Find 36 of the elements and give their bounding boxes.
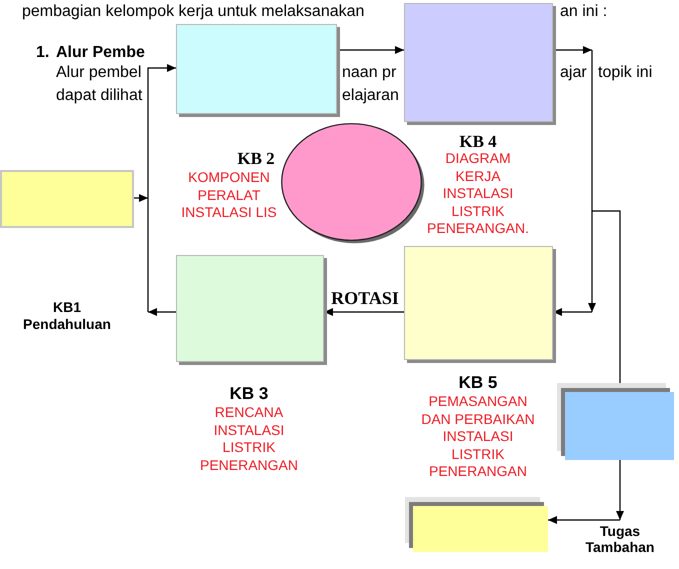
arrow: [588, 211, 596, 312]
arrow: [553, 46, 592, 54]
arrow: [553, 308, 592, 316]
rectangle-box: [0, 170, 134, 228]
module-title: KB 3: [230, 384, 268, 404]
rectangle-box: [176, 24, 337, 114]
description-text: KOMPONEN PERALAT INSTALASI LIS: [180, 169, 278, 222]
section-heading: Alur Pembe: [56, 44, 145, 62]
body-text: dapat dilihat: [56, 87, 142, 105]
rectangle-box: [565, 392, 674, 460]
arrow: [548, 516, 620, 524]
ellipse-shape: [281, 123, 425, 244]
body-text: naan pr: [342, 64, 396, 82]
body-text: topik ini: [598, 64, 652, 82]
body-text: pembagian kelompok kerja untuk melaksanakan: [22, 3, 364, 21]
module-title: KB 4: [459, 132, 497, 152]
list-number: 1.: [36, 44, 50, 62]
body-text: ajar: [560, 64, 587, 82]
arrow: [148, 308, 176, 316]
module-title: KB 2: [237, 149, 275, 169]
rectangle-box: [176, 255, 324, 362]
body-text: Alur pembel: [56, 64, 142, 82]
rectangle-box: [413, 506, 548, 552]
arrow: [616, 460, 624, 520]
module-title: KB 5: [458, 373, 498, 393]
connector-line: [591, 50, 593, 211]
rectangle-box: [404, 246, 553, 360]
arrow: [337, 46, 404, 54]
rectangle-box: [404, 3, 553, 122]
description-text: PEMASANGAN DAN PERBAIKAN INSTALASI LISTRIK PENERANGAN: [420, 393, 536, 480]
arrow: [324, 308, 404, 316]
description-text: DIAGRAM KERJA INSTALASI LISTRIK PENERANGAN.: [426, 150, 530, 238]
body-text: elajaran: [342, 87, 399, 105]
description-text: RENCANA INSTALASI LISTRIK PENERANGAN: [198, 404, 300, 474]
caption-label: KB1 Pendahuluan: [22, 299, 112, 333]
body-text: an ini :: [560, 3, 608, 21]
